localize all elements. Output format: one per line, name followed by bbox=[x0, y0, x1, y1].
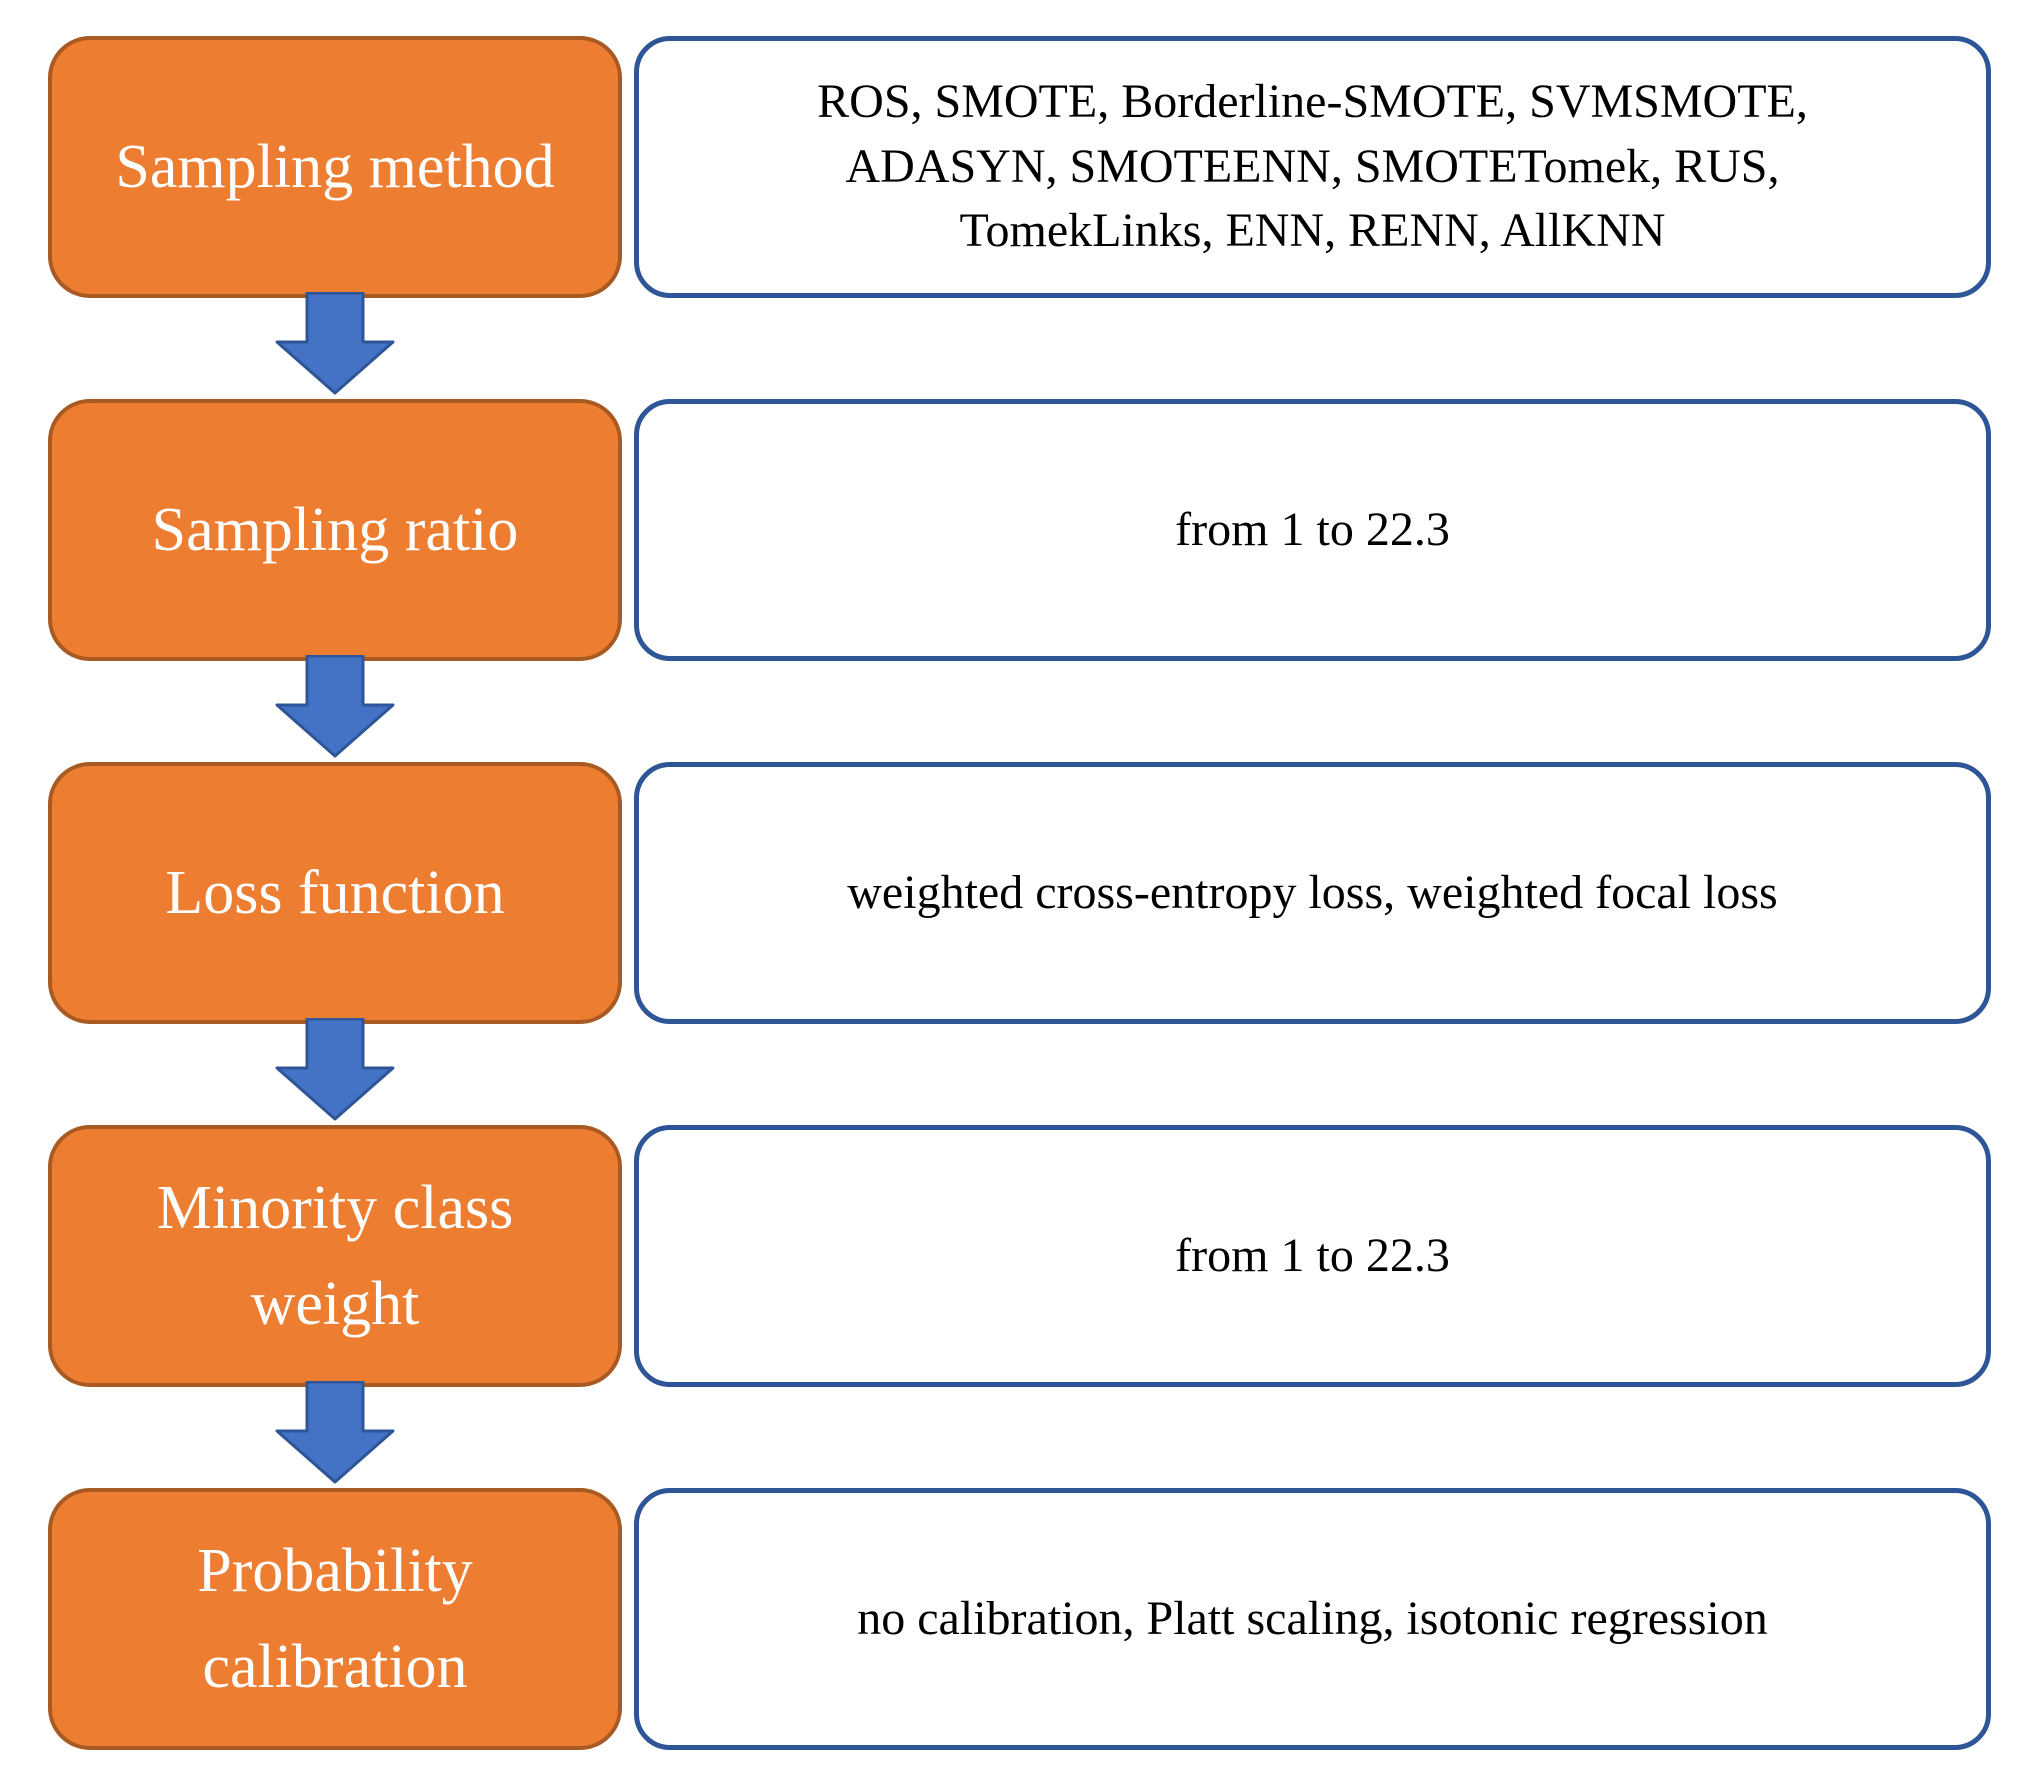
value-box-loss-function: weighted cross-entropy loss, weighted fo… bbox=[634, 762, 1991, 1024]
arrow-row bbox=[48, 1018, 622, 1125]
value-text: from 1 to 22.3 bbox=[1175, 1228, 1450, 1282]
arrow-row bbox=[48, 1381, 622, 1488]
stage-label: Probability calibration bbox=[197, 1536, 473, 1701]
stage-box-probability-calibration: Probability calibration bbox=[48, 1488, 622, 1750]
value-box-minority-class-weight: from 1 to 22.3 bbox=[634, 1125, 1991, 1387]
stage-box-minority-class-weight: Minority class weight bbox=[48, 1125, 622, 1387]
flow-row-minority-class-weight: Minority class weight from 1 to 22.3 bbox=[48, 1125, 1991, 1387]
value-box-sampling-method: ROS, SMOTE, Borderline-SMOTE, SVMSMOTE, … bbox=[634, 36, 1991, 298]
arrow-row bbox=[48, 292, 622, 399]
stage-box-sampling-ratio: Sampling ratio bbox=[48, 399, 622, 661]
flow-row-loss-function: Loss function weighted cross-entropy los… bbox=[48, 762, 1991, 1024]
down-arrow-icon bbox=[275, 292, 395, 395]
flow-row-sampling-ratio: Sampling ratio from 1 to 22.3 bbox=[48, 399, 1991, 661]
down-arrow-icon bbox=[275, 1381, 395, 1484]
value-box-probability-calibration: no calibration, Platt scaling, isotonic … bbox=[634, 1488, 1991, 1750]
flow-row-sampling-method: Sampling method ROS, SMOTE, Borderline-S… bbox=[48, 36, 1991, 298]
stage-label: Sampling ratio bbox=[151, 495, 519, 564]
down-arrow-icon bbox=[275, 655, 395, 758]
flow-row-probability-calibration: Probability calibration no calibration, … bbox=[48, 1488, 1991, 1750]
stage-label: Sampling method bbox=[115, 132, 555, 201]
stage-box-sampling-method: Sampling method bbox=[48, 36, 622, 298]
stage-box-loss-function: Loss function bbox=[48, 762, 622, 1024]
value-text: no calibration, Platt scaling, isotonic … bbox=[857, 1591, 1768, 1645]
arrow-row bbox=[48, 655, 622, 762]
down-arrow-icon bbox=[275, 1018, 395, 1121]
stage-label: Minority class weight bbox=[156, 1173, 514, 1338]
stage-label: Loss function bbox=[165, 858, 505, 927]
value-text: ROS, SMOTE, Borderline-SMOTE, SVMSMOTE, … bbox=[817, 74, 1808, 258]
flowchart-column: Sampling method ROS, SMOTE, Borderline-S… bbox=[48, 36, 1991, 1752]
value-box-sampling-ratio: from 1 to 22.3 bbox=[634, 399, 1991, 661]
value-text: weighted cross-entropy loss, weighted fo… bbox=[847, 865, 1778, 919]
value-text: from 1 to 22.3 bbox=[1175, 502, 1450, 556]
